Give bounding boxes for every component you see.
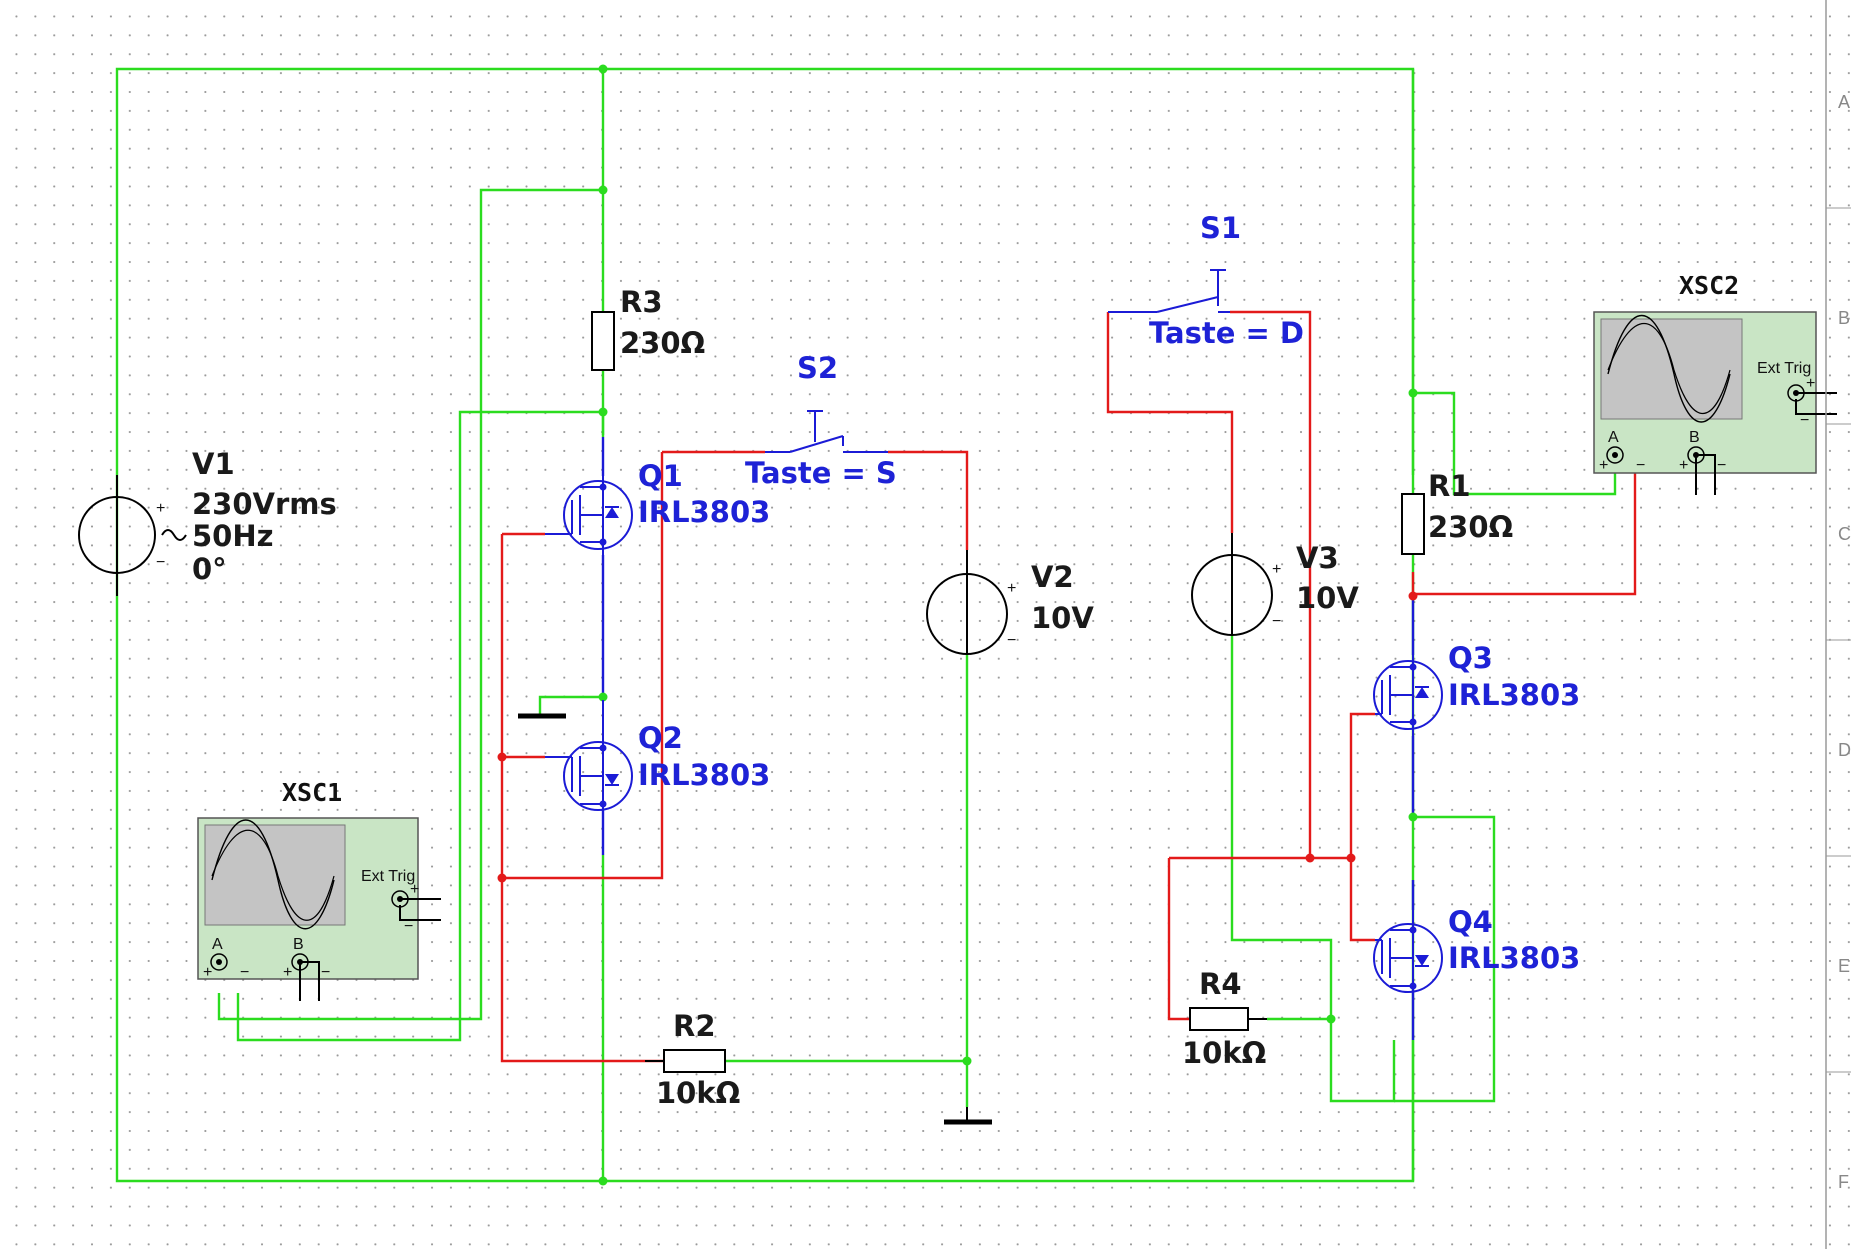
border-label-d: D bbox=[1838, 740, 1851, 760]
svg-text:+: + bbox=[1679, 457, 1688, 474]
xsc1-ext-trig-label: Ext Trig bbox=[361, 868, 415, 885]
sheet-border: A B C D E F bbox=[1825, 0, 1851, 1249]
q1-name: Q1 bbox=[638, 459, 683, 493]
q3-model: IRL3803 bbox=[1448, 678, 1580, 712]
v1-phase: 0° bbox=[192, 552, 227, 586]
xsc2-name: XSC2 bbox=[1679, 271, 1739, 300]
q1-model: IRL3803 bbox=[638, 495, 770, 529]
xsc1-channel-a-label: A bbox=[212, 936, 223, 953]
r4-value: 10kΩ bbox=[1182, 1036, 1266, 1070]
v1-voltage: 230Vrms bbox=[192, 487, 337, 521]
svg-text:−: − bbox=[1636, 457, 1645, 474]
junctions bbox=[497, 64, 1418, 1186]
v2-dc-source[interactable]: + − V2 10V bbox=[926, 550, 1094, 655]
q4-mosfet[interactable]: Q4 IRL3803 bbox=[1373, 905, 1580, 993]
xsc2-ext-trig-label: Ext Trig bbox=[1757, 360, 1811, 377]
xsc1-name: XSC1 bbox=[282, 778, 342, 807]
border-label-e: E bbox=[1838, 956, 1850, 976]
xsc1-oscilloscope[interactable]: XSC1 Ext Trig + − A B + − + − bbox=[197, 778, 441, 1001]
s1-key-label: Taste = D bbox=[1149, 316, 1304, 350]
svg-text:+: + bbox=[410, 881, 419, 898]
svg-text:+: + bbox=[283, 964, 292, 981]
v3-dc-source[interactable]: + − V3 10V bbox=[1191, 533, 1359, 636]
border-label-f: F bbox=[1838, 1172, 1849, 1192]
s1-pushbutton-switch[interactable]: S1 Taste = D bbox=[1108, 211, 1304, 350]
r3-name: R3 bbox=[620, 285, 663, 319]
s2-name: S2 bbox=[797, 351, 838, 385]
q3-mosfet[interactable]: Q3 IRL3803 bbox=[1373, 641, 1580, 736]
s2-pushbutton-switch[interactable]: S2 Taste = S bbox=[745, 351, 897, 490]
ground-symbol-2 bbox=[944, 1107, 992, 1125]
r2-name: R2 bbox=[673, 1009, 716, 1043]
r4-name: R4 bbox=[1199, 967, 1242, 1001]
r2-resistor[interactable]: R2 10kΩ bbox=[645, 1009, 740, 1110]
v2-minus-pin: − bbox=[1007, 632, 1016, 649]
svg-text:−: − bbox=[1800, 412, 1809, 429]
blue-wires bbox=[601, 437, 1415, 1040]
v1-plus-pin: + bbox=[156, 500, 165, 517]
r2-value: 10kΩ bbox=[656, 1076, 740, 1110]
v3-plus-pin: + bbox=[1272, 561, 1281, 578]
svg-text:−: − bbox=[321, 964, 330, 981]
v1-name: V1 bbox=[192, 447, 235, 481]
v2-value: 10V bbox=[1031, 601, 1094, 635]
s2-key-label: Taste = S bbox=[745, 456, 897, 490]
v1-minus-pin: − bbox=[156, 554, 165, 571]
q2-model: IRL3803 bbox=[638, 758, 770, 792]
svg-text:+: + bbox=[203, 964, 212, 981]
r1-resistor[interactable]: R1 230Ω bbox=[1401, 469, 1513, 555]
xsc2-channel-a-label: A bbox=[1608, 429, 1619, 446]
v3-value: 10V bbox=[1296, 581, 1359, 615]
svg-text:−: − bbox=[1717, 457, 1726, 474]
svg-text:−: − bbox=[404, 918, 413, 935]
border-label-a: A bbox=[1838, 92, 1850, 112]
v3-minus-pin: − bbox=[1272, 613, 1281, 630]
border-label-b: B bbox=[1838, 308, 1850, 328]
xsc1-channel-a-terminal[interactable] bbox=[210, 953, 228, 971]
svg-text:+: + bbox=[1599, 457, 1608, 474]
r3-resistor[interactable]: R3 230Ω bbox=[591, 285, 705, 371]
v3-name: V3 bbox=[1296, 541, 1339, 575]
xsc2-channel-a-terminal[interactable] bbox=[1606, 446, 1624, 464]
q3-name: Q3 bbox=[1448, 641, 1493, 675]
xsc2-channel-b-label: B bbox=[1689, 429, 1700, 446]
r1-name: R1 bbox=[1428, 469, 1471, 503]
border-label-c: C bbox=[1838, 524, 1851, 544]
r1-value: 230Ω bbox=[1428, 510, 1513, 544]
q4-name: Q4 bbox=[1448, 905, 1493, 939]
xsc2-screen-trace bbox=[1607, 314, 1731, 423]
green-wires bbox=[115, 67, 1617, 1183]
r3-value: 230Ω bbox=[620, 326, 705, 360]
q2-mosfet[interactable]: Q2 IRL3803 bbox=[545, 700, 770, 811]
q2-name: Q2 bbox=[638, 721, 683, 755]
svg-text:+: + bbox=[1806, 375, 1815, 392]
v2-name: V2 bbox=[1031, 560, 1074, 594]
v2-plus-pin: + bbox=[1007, 580, 1016, 597]
v1-frequency: 50Hz bbox=[192, 519, 274, 553]
s1-name: S1 bbox=[1200, 211, 1241, 245]
svg-text:−: − bbox=[240, 964, 249, 981]
xsc1-screen-trace bbox=[211, 819, 335, 930]
q4-model: IRL3803 bbox=[1448, 941, 1580, 975]
r4-resistor[interactable]: R4 10kΩ bbox=[1182, 967, 1267, 1070]
xsc1-channel-b-label: B bbox=[293, 936, 304, 953]
q1-mosfet[interactable]: Q1 IRL3803 bbox=[545, 459, 770, 555]
v1-ac-source[interactable]: + − V1 230Vrms 50Hz 0° bbox=[78, 447, 337, 596]
xsc2-oscilloscope[interactable]: XSC2 Ext Trig + − A B + − + − bbox=[1593, 271, 1837, 495]
